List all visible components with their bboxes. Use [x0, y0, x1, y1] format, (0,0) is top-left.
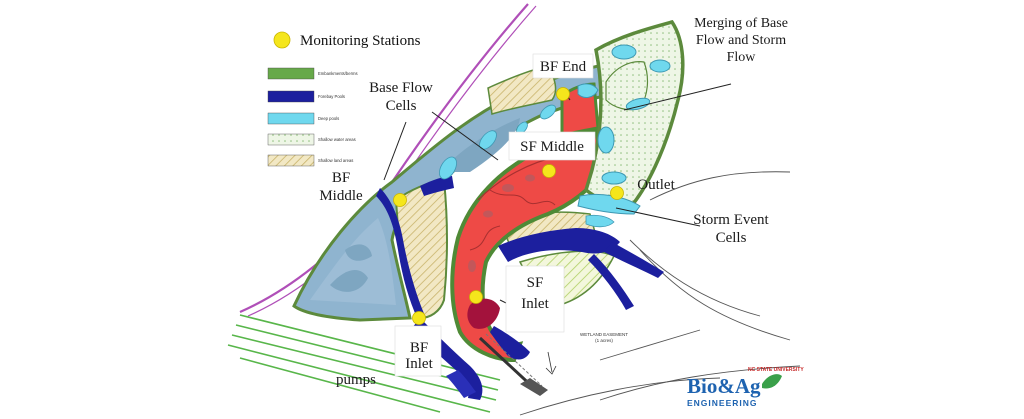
label-bf-end: BF End [540, 59, 587, 75]
grass-stripes [227, 314, 501, 413]
label-merging-line1: Merging of Base [694, 16, 788, 31]
logo-wordmark: Bio&Ag [687, 374, 761, 398]
label-easement-line2: (1 acres) [595, 338, 613, 343]
station-bf-inlet [412, 311, 426, 325]
legend-swatch-forebay [267, 90, 315, 103]
label-easement-line1: WETLAND EASEMENT [580, 332, 628, 337]
label-merging-line3: Flow [727, 50, 757, 65]
legend-label-shallow-land: Shallow land areas [318, 158, 353, 163]
logo-ag: Ag [735, 374, 761, 398]
legend: Monitoring Stations Embankments/berms Fo… [267, 31, 421, 167]
logo-amp: & [717, 374, 735, 398]
legend-swatch-shallow-land [267, 154, 315, 167]
label-bf-inlet-line2: Inlet [405, 356, 433, 372]
inlet-culvert [478, 333, 557, 396]
label-bf-middle-line1: BF [332, 170, 350, 186]
label-outlet: Outlet [637, 177, 675, 193]
legend-station-marker [273, 31, 291, 49]
leaf-icon [762, 374, 782, 389]
label-storm-line1: Storm Event [693, 212, 769, 228]
station-bf-middle [393, 193, 407, 207]
label-storm-line2: Cells [716, 230, 747, 246]
logo-university: NC STATE UNIVERSITY [748, 367, 804, 373]
annotations: Merging of Base Flow and Storm Flow BF E… [319, 16, 788, 388]
label-sf-inlet-line1: SF [527, 275, 544, 291]
legend-label-deep: Deep pools [318, 116, 339, 121]
legend-label-shallow-water: Shallow water areas [318, 137, 356, 142]
label-bf-middle-line2: Middle [319, 188, 363, 204]
site-boundary-lines [519, 171, 801, 416]
label-bf-inlet-line1: BF [410, 340, 428, 356]
monitoring-stations [393, 87, 624, 325]
station-outlet [610, 186, 624, 200]
legend-swatch-shallow-water [267, 133, 315, 146]
label-pumps: pumps [336, 372, 376, 388]
legend-label-forebay: Forebay Pools [318, 94, 345, 99]
legend-swatch-berms [267, 67, 315, 80]
legend-swatch-deep [267, 112, 315, 125]
legend-title: Monitoring Stations [300, 33, 421, 49]
station-bf-end [556, 87, 570, 101]
label-base-flow-line1: Base Flow [369, 80, 433, 96]
bioag-logo: NC STATE UNIVERSITY Bio&Ag ENGINEERING [687, 367, 804, 408]
label-sf-inlet-line2: Inlet [521, 296, 549, 312]
station-sf-inlet [469, 290, 483, 304]
station-sf-middle [542, 164, 556, 178]
deep-pools [439, 104, 615, 228]
logo-subtitle: ENGINEERING [687, 398, 758, 408]
merging-zone [577, 19, 685, 215]
label-boxes [394, 53, 596, 377]
logo-bio: Bio [687, 374, 717, 398]
label-merging-line2: Flow and Storm [696, 33, 786, 48]
legend-label-berms: Embankments/berms [318, 71, 358, 76]
label-base-flow-line2: Cells [386, 98, 417, 114]
label-sf-middle: SF Middle [520, 139, 584, 155]
